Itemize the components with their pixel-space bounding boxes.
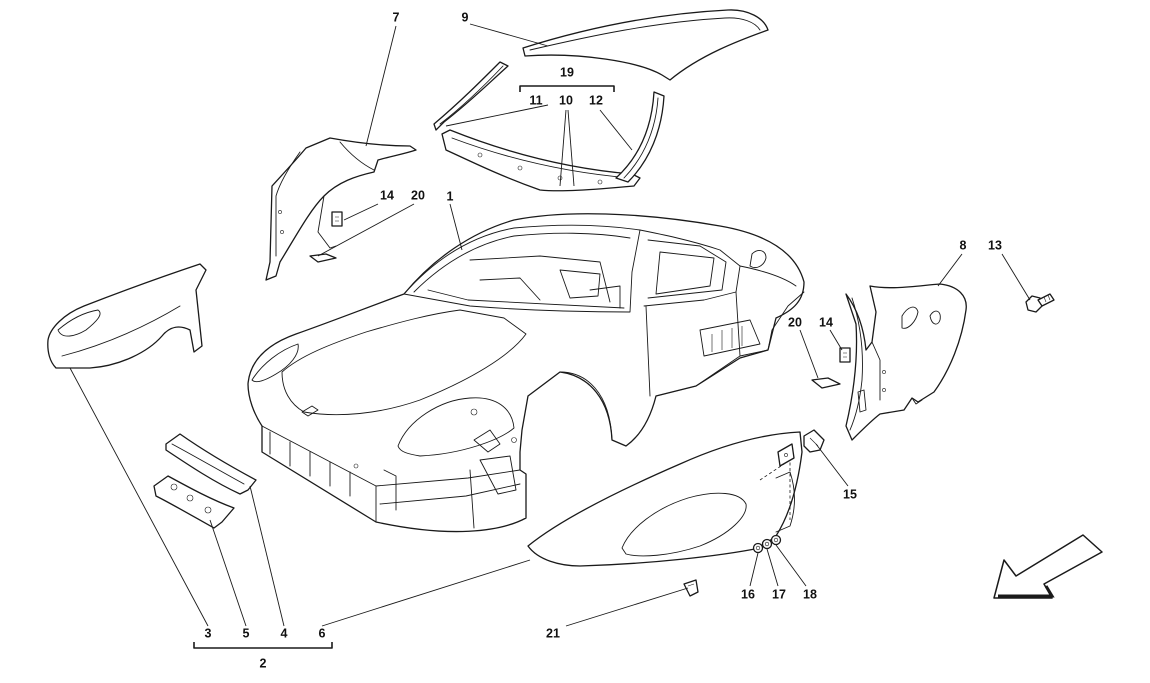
callout-13: 13	[988, 238, 1002, 252]
roof-panel	[522, 9, 769, 81]
callout-8: 8	[960, 238, 967, 252]
callout-5: 5	[243, 626, 250, 640]
callout-14-lower: 14	[819, 315, 833, 329]
brace-19	[519, 85, 615, 92]
callout-9: 9	[462, 10, 469, 24]
callout-6: 6	[319, 626, 326, 640]
direction-arrow	[993, 534, 1103, 599]
inner-front-fender	[265, 137, 417, 281]
front-fender	[47, 263, 207, 369]
callout-18: 18	[803, 587, 817, 601]
roof-rail-left	[433, 61, 509, 131]
callout-17: 17	[772, 587, 786, 601]
rear-quarter-panel	[845, 283, 967, 441]
brace-2	[193, 642, 333, 649]
washer-17	[761, 538, 773, 550]
body-shell	[247, 213, 805, 533]
callout-labels: 1 2 3 4 5 6 7 8 9 10 11 12 13 14 14 15 1…	[205, 10, 1002, 670]
callout-16: 16	[741, 587, 755, 601]
callout-2: 2	[260, 656, 267, 670]
front-cross-panel-upper	[165, 433, 257, 495]
side-panel	[527, 431, 803, 567]
clip-14-lower	[839, 347, 851, 363]
callout-7: 7	[393, 10, 400, 24]
pad-20-upper	[309, 253, 337, 263]
roof-rail-right	[615, 91, 665, 183]
callout-12: 12	[589, 93, 603, 107]
bolt-13	[1025, 293, 1055, 313]
front-cross-panel-lower	[153, 475, 235, 529]
pad-20-lower	[811, 377, 841, 389]
callout-20-lower: 20	[788, 315, 802, 329]
washer-16	[752, 542, 764, 554]
callout-19: 19	[560, 65, 574, 79]
callout-1: 1	[447, 189, 454, 203]
callout-21: 21	[546, 626, 560, 640]
callout-11: 11	[529, 93, 542, 107]
leader-lines	[69, 23, 1031, 627]
callout-4: 4	[281, 626, 288, 640]
washer-18	[770, 534, 782, 546]
callout-10: 10	[559, 93, 573, 107]
callout-20-upper: 20	[411, 188, 425, 202]
callout-15: 15	[843, 487, 857, 501]
windshield-header	[441, 129, 641, 192]
callout-14-upper: 14	[380, 188, 394, 202]
clip-15	[803, 429, 825, 453]
clip-14-upper	[331, 211, 343, 227]
bracket-21	[683, 579, 699, 597]
callout-3: 3	[205, 626, 212, 640]
